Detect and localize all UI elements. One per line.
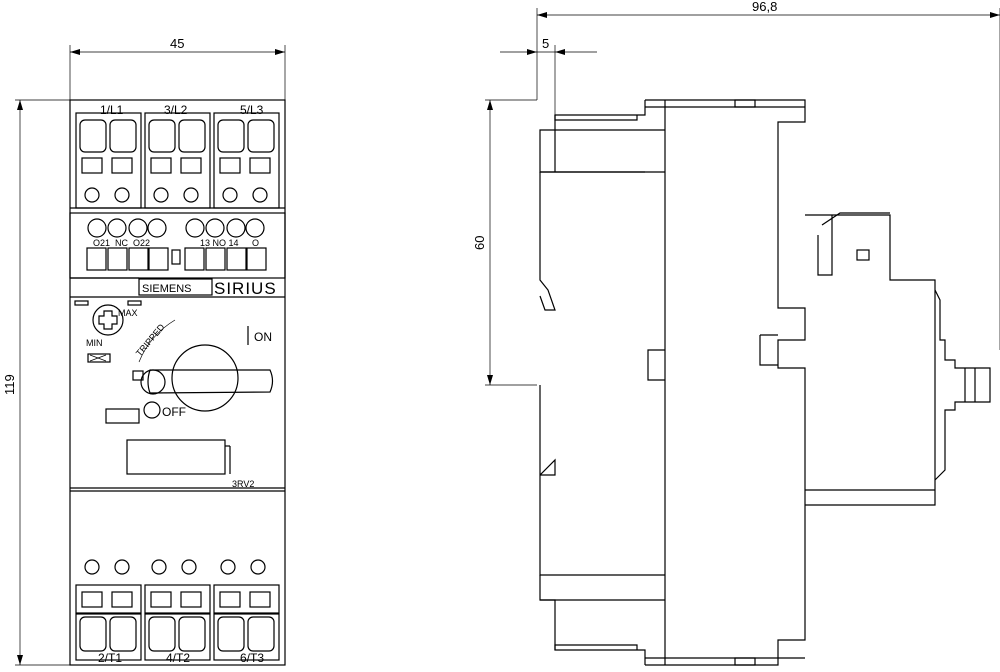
terminal-label-1-L1: 1/L1 [100, 103, 124, 117]
on-label: ON [254, 330, 272, 344]
dimension-rail-height: 60 [472, 99, 537, 386]
current-setting-dial: MAX MIN [86, 304, 138, 348]
dimension-rail-offset: 5 [500, 36, 597, 115]
side-view: 96,8 5 60 [472, 0, 1000, 666]
aux-contact-block: O21 NC O22 13 NO 14 O [69, 207, 286, 279]
dial-max-label: MAX [118, 308, 138, 318]
dimension-offset-label: 5 [542, 36, 549, 51]
brand-row: SIEMENS SIRIUS [70, 277, 285, 298]
tripped-label: TRIPPED [134, 322, 167, 359]
aux-label-extra: O [252, 238, 259, 248]
terminal-label-3-L2: 3/L2 [164, 103, 188, 117]
faceplate: MAX MIN TRIPPED ON OFF 3RV2 [70, 300, 285, 492]
dimension-width-label: 45 [170, 36, 184, 51]
terminal-label-5-L3: 5/L3 [240, 103, 264, 117]
dial-min-label: MIN [86, 338, 103, 348]
rotary-switch[interactable] [132, 344, 274, 412]
dimension-rail-label: 60 [472, 236, 487, 250]
off-label: OFF [162, 405, 186, 419]
dimension-depth: 96,8 [536, 0, 1000, 350]
terminal-label-2-T1: 2/T1 [98, 651, 122, 665]
front-view: 45 119 1 [2, 36, 286, 666]
siemens-logo: SIEMENS [142, 283, 192, 295]
aux-label-no: 13 NO 14 [200, 238, 239, 248]
aux-label-nc: O21 NC O22 [93, 238, 150, 248]
dimension-width: 45 [69, 36, 286, 100]
model-label: 3RV2 [232, 479, 254, 489]
top-terminals: 1/L1 3/L2 5/L3 [75, 103, 280, 209]
terminal-label-4-T2: 4/T2 [166, 651, 190, 665]
dimension-height-label: 119 [2, 374, 17, 395]
sirius-label: SIRIUS [214, 279, 277, 298]
dimension-height: 119 [2, 99, 70, 666]
dimension-depth-label: 96,8 [752, 0, 777, 14]
bottom-terminals: 2/T1 4/T2 6/T3 [75, 559, 280, 665]
terminal-label-6-T3: 6/T3 [240, 651, 264, 665]
